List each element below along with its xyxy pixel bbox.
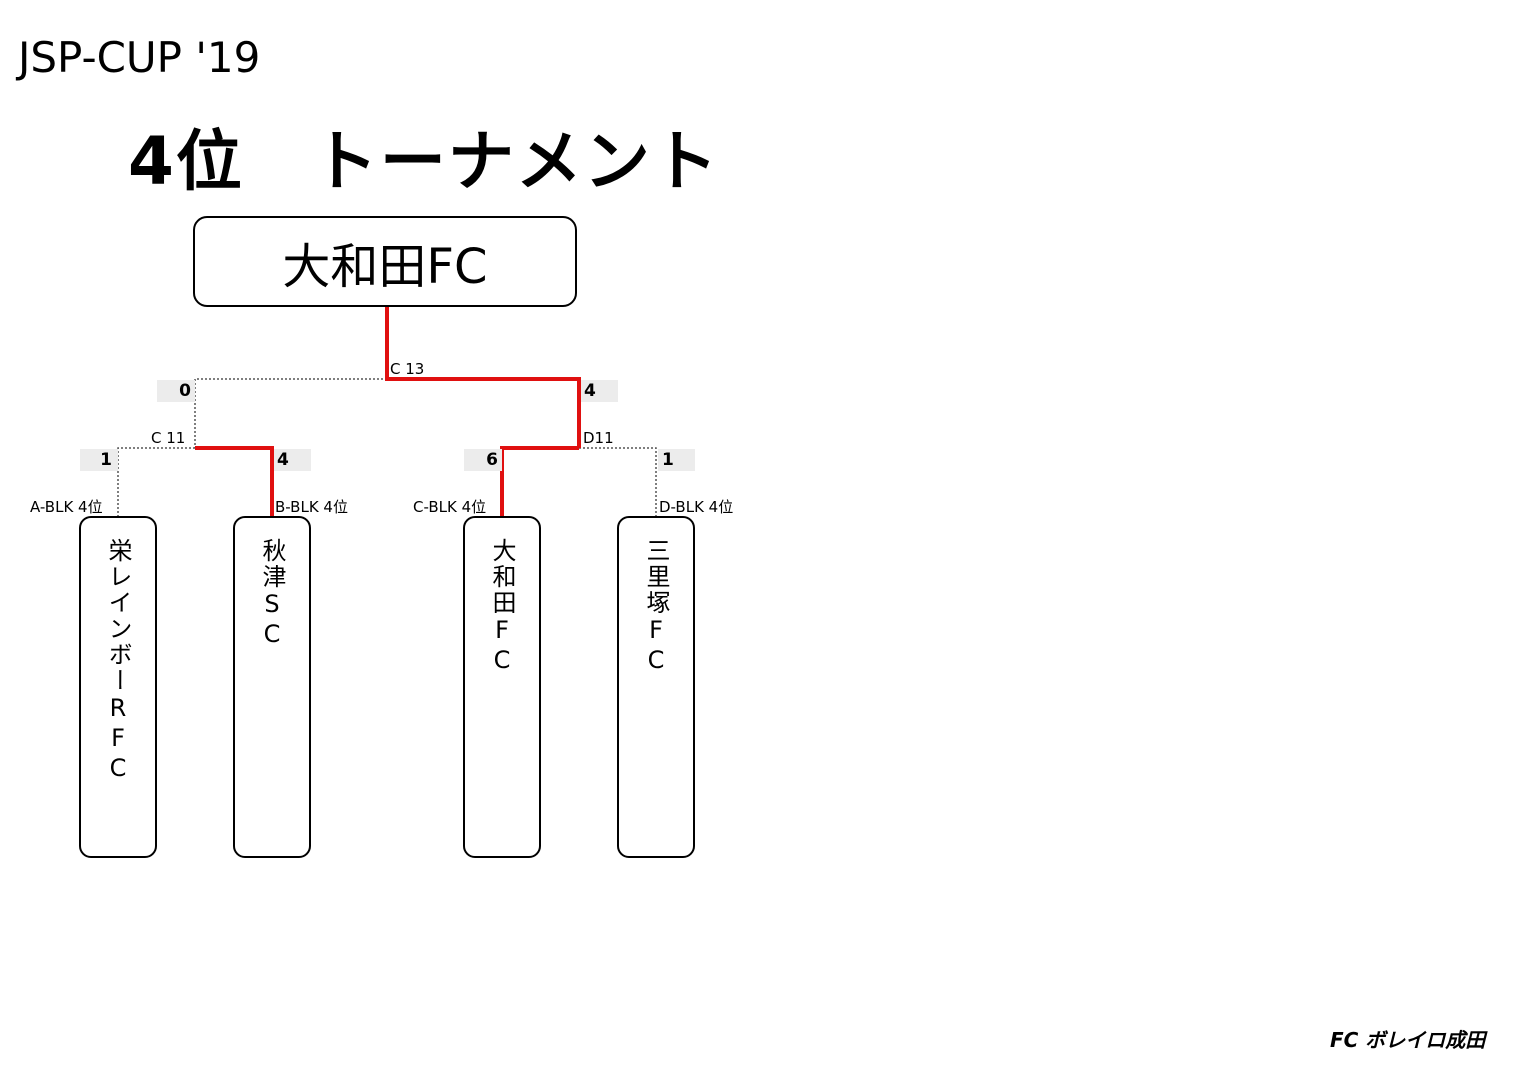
semi-left-match-code: C 11 — [151, 429, 186, 447]
team-box-c: 大和田FC — [463, 516, 541, 858]
slot-label-b: B-BLK 4位 — [275, 498, 348, 516]
final-left-score: 0 — [157, 380, 195, 402]
team-name-a: 栄レインボーRFC — [104, 538, 132, 784]
team-name-d: 三里塚FC — [642, 538, 670, 676]
slot-label-a: A-BLK 4位 — [30, 498, 103, 516]
semi-right-left-score: 6 — [464, 449, 502, 471]
winner-name: 大和田FC — [282, 238, 488, 295]
team-box-b: 秋津SC — [233, 516, 311, 858]
semi-right-match-code: D11 — [583, 429, 614, 447]
final-loser-line — [194, 378, 387, 448]
winner-box: 大和田FC — [193, 216, 577, 307]
team-name-c: 大和田FC — [488, 538, 516, 676]
slot-label-d: D-BLK 4位 — [659, 498, 734, 516]
team-box-a: 栄レインボーRFC — [79, 516, 157, 858]
slot-label-c: C-BLK 4位 — [413, 498, 487, 516]
semi-left-loser-line — [117, 447, 195, 516]
final-winner-line — [385, 307, 581, 448]
semi-right-loser-line — [579, 447, 657, 516]
semi-left-winner-line — [195, 446, 274, 516]
footer-brand: FC ボレイロ成田 — [1330, 1028, 1486, 1052]
final-right-score: 4 — [581, 380, 618, 402]
semi-right-right-score: 1 — [658, 449, 695, 471]
team-name-b: 秋津SC — [258, 538, 286, 650]
team-box-d: 三里塚FC — [617, 516, 695, 858]
semi-left-left-score: 1 — [80, 449, 118, 471]
semi-right-winner-line — [500, 446, 579, 516]
header-title: JSP-CUP '19 — [18, 33, 261, 82]
tournament-title: 4位 トーナメント — [128, 123, 720, 200]
semi-left-right-score: 4 — [274, 449, 311, 471]
final-match-code: C 13 — [390, 360, 425, 378]
